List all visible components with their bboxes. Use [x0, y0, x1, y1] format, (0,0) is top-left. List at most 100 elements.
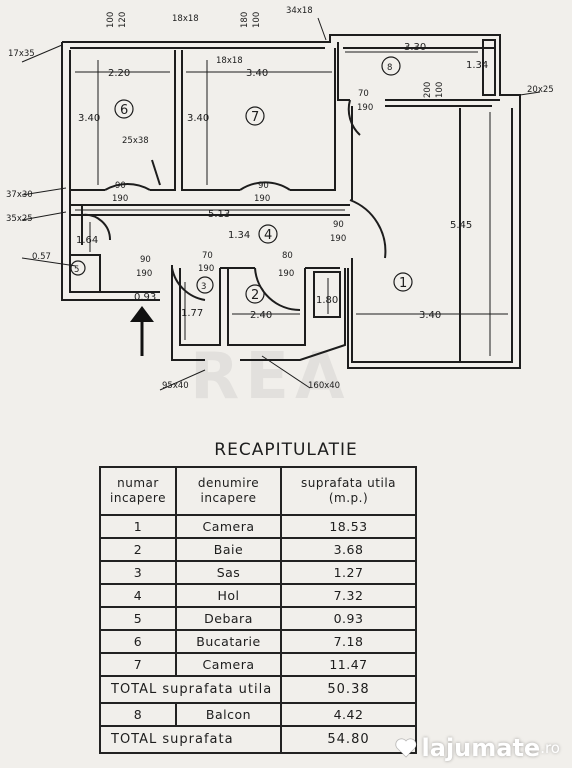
- total-util-label: TOTAL suprafata utila: [99, 675, 282, 704]
- dim-label: 70: [358, 89, 369, 99]
- room-name: Balcon: [175, 702, 282, 727]
- dim-label: 190: [198, 264, 214, 274]
- heart-logo-icon: [394, 738, 417, 758]
- dim-label: 190: [112, 194, 128, 204]
- room-number: 6: [120, 103, 128, 118]
- brand-name: lajumate: [421, 734, 541, 762]
- room-nr: 8: [99, 702, 177, 727]
- room-nr: 3: [99, 560, 177, 585]
- dim-label: 3.40: [246, 68, 268, 79]
- dim-label: 90: [140, 255, 151, 265]
- dim-label: 95x40: [162, 381, 189, 391]
- dim-label: 0.93: [134, 292, 156, 303]
- room-nr: 4: [99, 583, 177, 608]
- table-row: 2 Baie 3.68: [99, 537, 417, 562]
- room-name: Baie: [175, 537, 282, 562]
- dim-label: 20x25: [527, 85, 554, 95]
- dim-label: 3.40: [78, 113, 100, 124]
- brand-tld: .ro: [540, 739, 560, 757]
- room-nr: 7: [99, 652, 177, 677]
- table-row: 4 Hol 7.32: [99, 583, 417, 608]
- room-area: 4.42: [280, 702, 417, 727]
- dim-label: 190: [136, 269, 152, 279]
- dim-label: 100: [435, 82, 445, 98]
- header-number: numar incapere: [99, 466, 177, 516]
- header-name: denumire incapere: [175, 466, 282, 516]
- dim-label: 18x18: [216, 56, 243, 66]
- room-area: 7.32: [280, 583, 417, 608]
- dim-label: 100: [252, 12, 262, 28]
- table-row: 3 Sas 1.27: [99, 560, 417, 585]
- room-name: Sas: [175, 560, 282, 585]
- dim-label: 200: [423, 82, 433, 98]
- room-name: Camera: [175, 514, 282, 539]
- dim-label: 1.34: [228, 230, 250, 241]
- room-nr: 5: [99, 606, 177, 631]
- dim-label: 80: [282, 251, 293, 261]
- room-nr: 1: [99, 514, 177, 539]
- dim-label: 1.77: [181, 308, 203, 319]
- room-name: Bucatarie: [175, 629, 282, 654]
- dim-label: 25x38: [122, 136, 149, 146]
- table-row: 6 Bucatarie 7.18: [99, 629, 417, 654]
- dim-label: 2.20: [108, 68, 130, 79]
- dim-label: 37x30: [6, 190, 33, 200]
- room-number: 4: [264, 228, 272, 243]
- room-area: 11.47: [280, 652, 417, 677]
- dim-label: 3.40: [419, 310, 441, 321]
- room-number: 1: [399, 276, 407, 291]
- header-area: suprafata utila (m.p.): [280, 466, 417, 516]
- entrance-arrow-icon: [130, 306, 154, 356]
- room-name: Debara: [175, 606, 282, 631]
- room-nr: 6: [99, 629, 177, 654]
- dim-label: 3.40: [187, 113, 209, 124]
- total-util-row: TOTAL suprafata utila 50.38: [99, 675, 417, 704]
- total-label: TOTAL suprafata: [99, 725, 282, 754]
- dim-label: 190: [357, 103, 373, 113]
- total-util-value: 50.38: [280, 675, 417, 704]
- room-area: 1.27: [280, 560, 417, 585]
- dim-label: 160x40: [308, 381, 340, 391]
- dim-label: 120: [118, 12, 128, 28]
- dim-label: 5.45: [450, 220, 472, 231]
- room-nr: 2: [99, 537, 177, 562]
- dim-label: 5.13: [208, 209, 230, 220]
- dim-label: 3.30: [404, 42, 426, 53]
- room-number: 8: [387, 63, 392, 73]
- dim-label: 70: [202, 251, 213, 261]
- dim-label: 18x18: [172, 14, 199, 24]
- dim-label: 90: [258, 181, 269, 191]
- room-number: 7: [251, 110, 259, 125]
- total-value: 54.80: [280, 725, 417, 754]
- lajumate-watermark: lajumate.ro: [394, 734, 560, 762]
- room-name: Camera: [175, 652, 282, 677]
- floor-plan: 100 120 18x18 180 100 34x18 17x35 2.20 1…: [6, 6, 554, 391]
- dim-label: 90: [115, 181, 126, 191]
- dim-label: 35x25: [6, 214, 33, 224]
- dim-label: 190: [278, 269, 294, 279]
- dim-label: 1.80: [316, 295, 338, 306]
- dim-label: 190: [254, 194, 270, 204]
- room-area: 3.68: [280, 537, 417, 562]
- room-number: 3: [201, 282, 206, 292]
- room-number: 5: [74, 265, 79, 275]
- room-name: Hol: [175, 583, 282, 608]
- dim-label: 2.40: [250, 310, 272, 321]
- dim-label: 1.34: [466, 60, 488, 71]
- recap-table: numar incapere denumire incapere suprafa…: [99, 466, 417, 754]
- room-area: 18.53: [280, 514, 417, 539]
- dim-label: 180: [240, 12, 250, 28]
- table-row: 1 Camera 18.53: [99, 514, 417, 539]
- table-header-row: numar incapere denumire incapere suprafa…: [99, 466, 417, 516]
- recap-title: RECAPITULATIE: [214, 440, 358, 460]
- dim-label: 100: [106, 12, 116, 28]
- table-row-balcon: 8 Balcon 4.42: [99, 702, 417, 727]
- dim-label: 17x35: [8, 49, 35, 59]
- dim-label: 0.57: [32, 252, 51, 262]
- dim-label: 90: [333, 220, 344, 230]
- table-row: 5 Debara 0.93: [99, 606, 417, 631]
- dim-label: 34x18: [286, 6, 313, 16]
- room-area: 7.18: [280, 629, 417, 654]
- room-number: 2: [251, 288, 259, 303]
